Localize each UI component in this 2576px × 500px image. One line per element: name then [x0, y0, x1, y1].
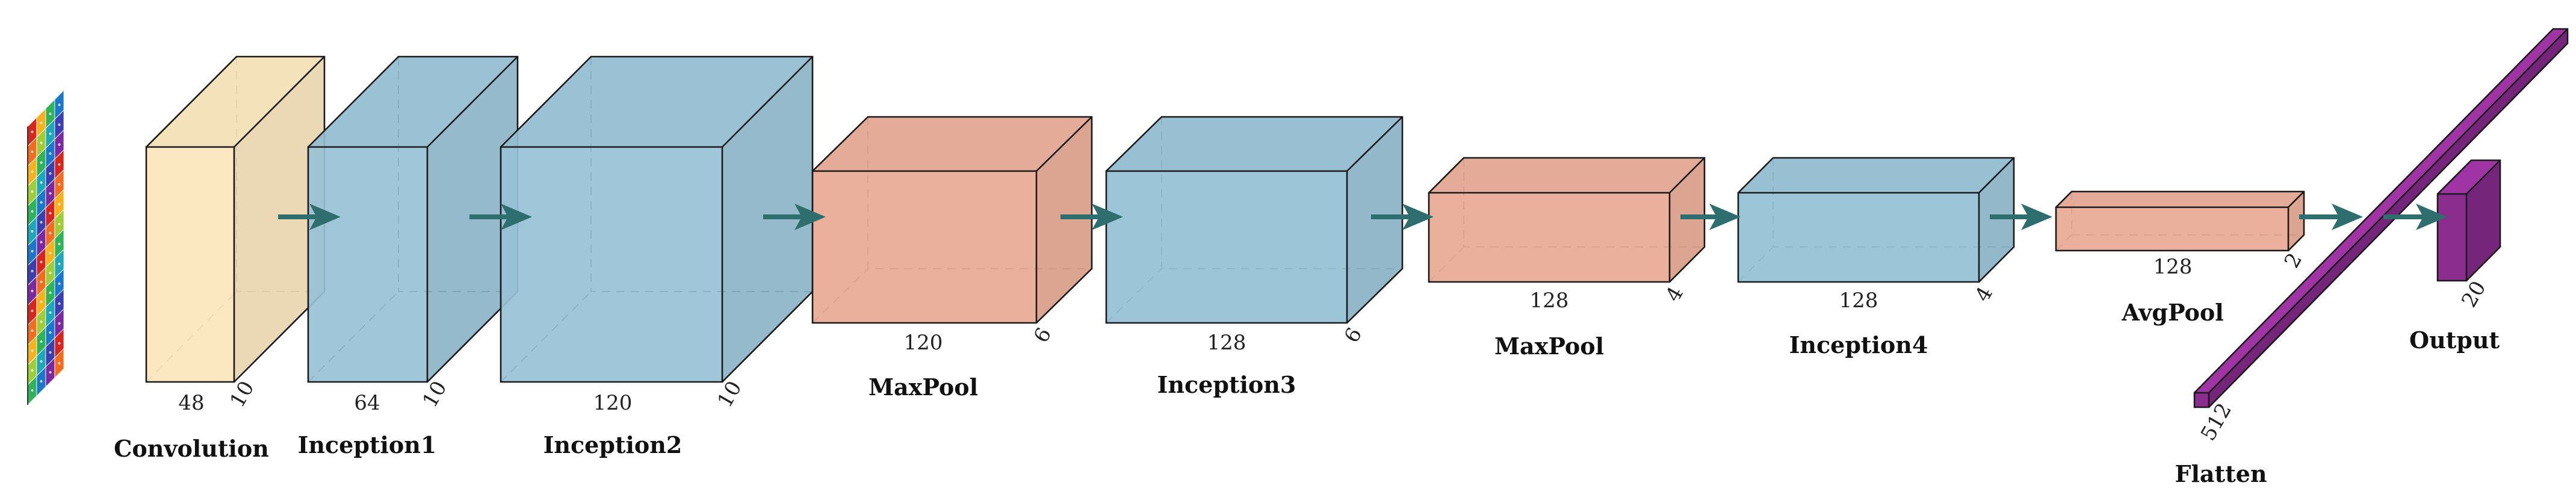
inception1-depth-label: 64	[354, 391, 380, 415]
inception2-block	[500, 55, 814, 383]
inception3-block	[1105, 116, 1404, 324]
inception3-name: Inception3	[1157, 371, 1296, 398]
inception3-side-label: 6	[1340, 323, 1367, 347]
maxpool2-depth-label: 128	[1530, 289, 1569, 313]
input-image	[27, 89, 64, 406]
maxpool2-name: MaxPool	[1494, 333, 1604, 360]
avgpool-side-label: 2	[2280, 249, 2307, 272]
arrow-inception2-to-maxpool1	[763, 204, 826, 230]
inception4-block	[1737, 157, 2015, 283]
arrow-maxpool2-to-inception4	[1680, 204, 1741, 230]
maxpool1-name: MaxPool	[868, 373, 978, 401]
inception2-depth-label: 120	[593, 391, 633, 415]
flatten-name: Flatten	[2175, 460, 2267, 487]
avgpool-name: AvgPool	[2121, 299, 2223, 326]
maxpool1-side-label: 6	[1029, 323, 1056, 347]
inception4-side-label: 4	[1971, 283, 1998, 306]
arrow-inception1-to-inception2	[469, 204, 532, 230]
maxpool2-side-label: 4	[1661, 283, 1688, 306]
avgpool-depth-label: 128	[2153, 255, 2193, 279]
inception3-depth-label: 128	[1207, 331, 1246, 355]
arrow-maxpool1-to-inception3	[1060, 204, 1123, 230]
arrow-conv-to-inception1	[278, 204, 341, 230]
maxpool1-depth-label: 120	[904, 331, 943, 355]
arrow-inception4-to-avgpool	[1990, 204, 2052, 230]
convolution-name: Convolution	[114, 435, 269, 462]
output-block	[2436, 159, 2501, 282]
inception1-name: Inception1	[298, 431, 437, 458]
inception2-name: Inception2	[543, 431, 683, 458]
output-depth-label: 20	[2457, 277, 2491, 311]
output-name: Output	[2409, 327, 2500, 354]
inception4-depth-label: 128	[1839, 289, 1878, 313]
arrow-flatten-to-output	[2383, 204, 2447, 230]
arrow-avgpool-to-flatten	[2299, 204, 2363, 230]
arrow-inception3-to-maxpool2	[1371, 204, 1434, 230]
convolution-depth-label: 48	[178, 391, 204, 415]
avgpool-block	[2055, 190, 2305, 252]
maxpool2-block	[1428, 157, 1706, 283]
inception4-name: Inception4	[1789, 331, 1928, 358]
maxpool1-block	[811, 116, 1093, 324]
